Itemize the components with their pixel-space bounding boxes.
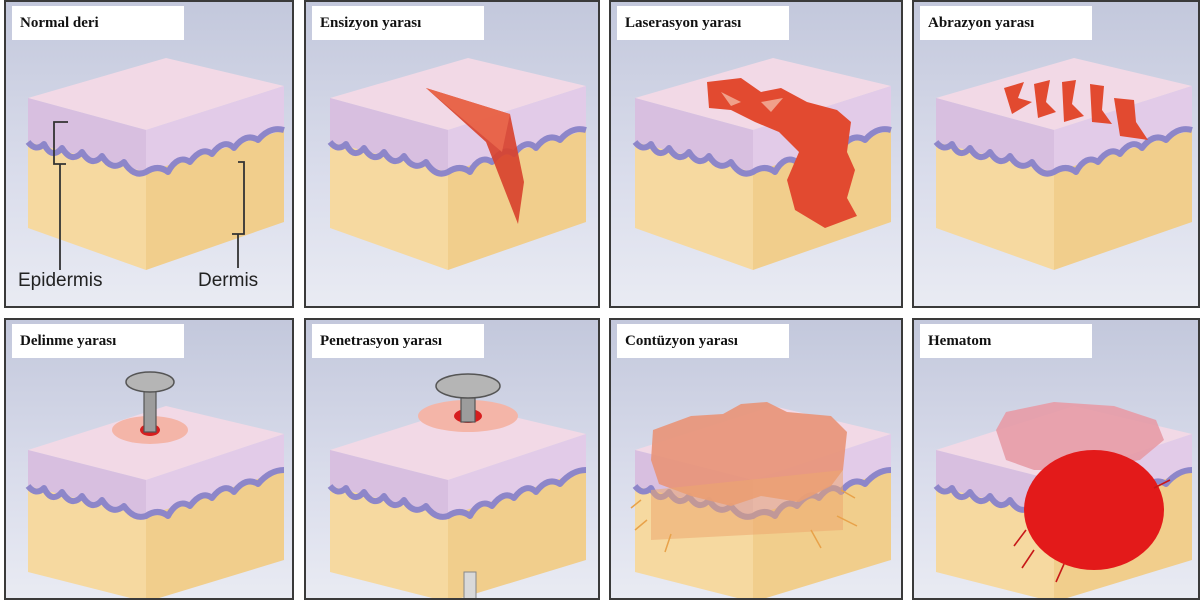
hematoma-blood-pool: [1024, 450, 1164, 570]
panel-contusion-wound: Contüzyon yarası: [609, 318, 903, 600]
skin-block-illustration: [306, 320, 600, 600]
skin-block-illustration: [914, 2, 1200, 308]
panel-penetration-wound: Penetrasyon yarası: [304, 318, 600, 600]
panel-abrasion-wound: Abrazyon yarası: [912, 0, 1200, 308]
panel-hematoma: Hematom: [912, 318, 1200, 600]
skin-block-illustration: [306, 2, 600, 308]
panel-normal-skin: Normal deri Epidermis Dermis: [4, 0, 294, 308]
layer-pointer-lines: [6, 2, 294, 308]
panel-title: Delinme yarası: [12, 324, 184, 358]
panel-title: Abrazyon yarası: [920, 6, 1092, 40]
panel-title: Hematom: [920, 324, 1092, 358]
panel-title: Penetrasyon yarası: [312, 324, 484, 358]
skin-block-illustration: [611, 2, 903, 308]
panel-title: Ensizyon yarası: [312, 6, 484, 40]
panel-incision-wound: Ensizyon yarası: [304, 0, 600, 308]
nail-head: [126, 372, 174, 392]
dermis-label: Dermis: [198, 270, 258, 292]
nail-head: [436, 374, 500, 398]
nail-shaft: [144, 390, 156, 432]
panel-puncture-wound: Delinme yarası: [4, 318, 294, 600]
skin-block-illustration: [6, 320, 294, 600]
panel-laceration-wound: Laserasyon yarası: [609, 0, 903, 308]
skin-block-illustration: [914, 320, 1200, 600]
nail-tip-exiting: [464, 572, 476, 600]
panel-title: Contüzyon yarası: [617, 324, 789, 358]
skin-block-illustration: [611, 320, 903, 600]
panel-title: Laserasyon yarası: [617, 6, 789, 40]
epidermis-label: Epidermis: [18, 270, 102, 292]
